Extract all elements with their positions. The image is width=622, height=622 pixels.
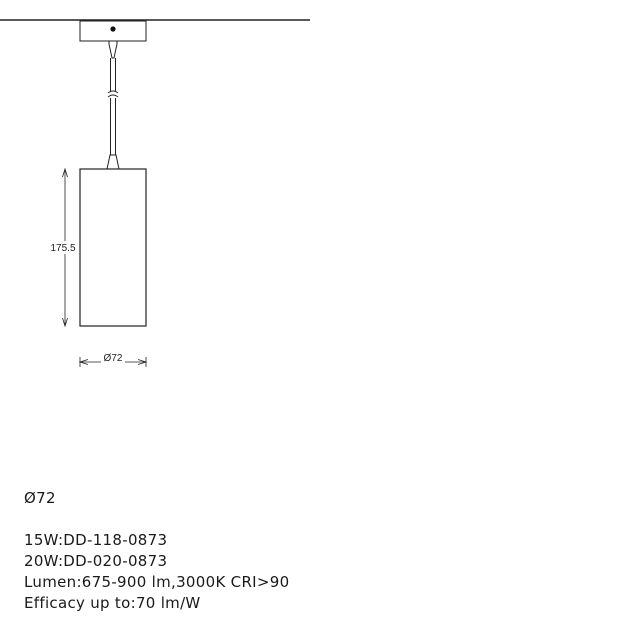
diameter-dimension-label: Ø72 bbox=[104, 353, 123, 364]
luminaire-body bbox=[79, 168, 147, 327]
diameter-spec: Ø72 bbox=[24, 489, 56, 507]
spec-line-15w: 15W:DD-118-0873 bbox=[24, 531, 168, 549]
spec-line-20w: 20W:DD-020-0873 bbox=[24, 552, 168, 570]
spec-line-efficacy: Efficacy up to:70 lm/W bbox=[24, 594, 201, 612]
spec-list: 15W:DD-118-0873 20W:DD-020-0873 Lumen:67… bbox=[24, 530, 289, 614]
canopy-screw bbox=[110, 26, 116, 32]
cable-grip bbox=[108, 40, 118, 59]
height-dimension: 175.5 bbox=[50, 167, 76, 328]
spec-line-lumen: Lumen:675-900 lm,3000K CRI>90 bbox=[24, 573, 290, 591]
cable-break-mark-icon bbox=[107, 90, 119, 98]
height-dimension-label: 175.5 bbox=[50, 243, 75, 254]
cable-entry-cone bbox=[106, 154, 120, 170]
diameter-dimension: Ø72 bbox=[78, 352, 148, 367]
